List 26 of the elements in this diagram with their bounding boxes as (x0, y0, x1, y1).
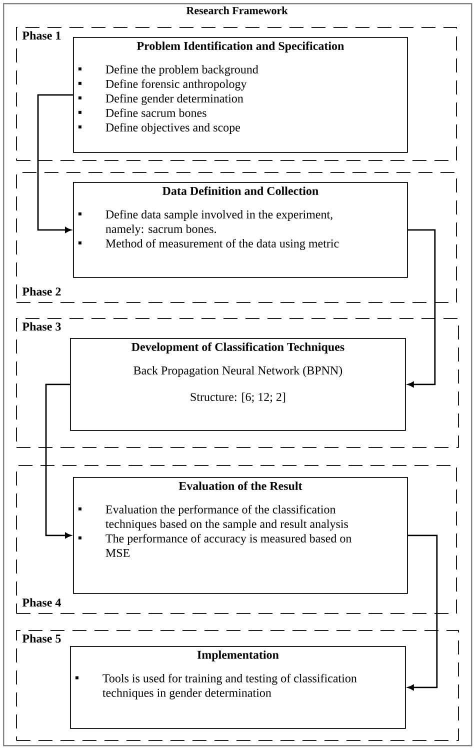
box-heading: Implementation (197, 650, 279, 662)
bullet-item: Tools is used for training and testing of classification techniques in gender determination (75, 674, 357, 700)
process-box (73, 477, 408, 594)
arrow (408, 534, 438, 690)
arrow (37, 94, 73, 233)
body-text: Structure: [6; 12; 2] (190, 392, 286, 403)
body-text: Back Propagation Neural Network (BPNN) (134, 366, 342, 377)
bullet-item: Define forensic anthropology (78, 79, 247, 90)
arrow (408, 229, 436, 388)
bullet-item: Define gender determination (78, 94, 244, 105)
bullet-item: Evaluation the performance of the classification techniques based on the sample and result analysis (78, 504, 348, 530)
process-box (73, 37, 408, 153)
process-box (73, 182, 408, 278)
bullet-item: Define the problem background (78, 64, 258, 76)
process-box (70, 646, 406, 729)
box-heading: Data Definition and Collection (162, 186, 318, 195)
bullet-item: Define sacrum bones (78, 108, 206, 117)
process-box (70, 338, 406, 431)
box-heading: Evaluation of the Result (178, 481, 302, 490)
box-heading: Development of Classification Techniques (132, 342, 344, 354)
bullet-item: The performance of accuracy is measured based on MSE (78, 534, 352, 558)
arrow (45, 384, 72, 538)
bullet-item: Define objectives and scope (78, 122, 240, 134)
bullet-item: Define data sample involved in the experiment, namely: sacrum bones. (78, 210, 332, 236)
bullet-item: Method of measurement of the data using metric (78, 238, 339, 250)
box-heading: Problem Identification and Specification (136, 41, 344, 52)
